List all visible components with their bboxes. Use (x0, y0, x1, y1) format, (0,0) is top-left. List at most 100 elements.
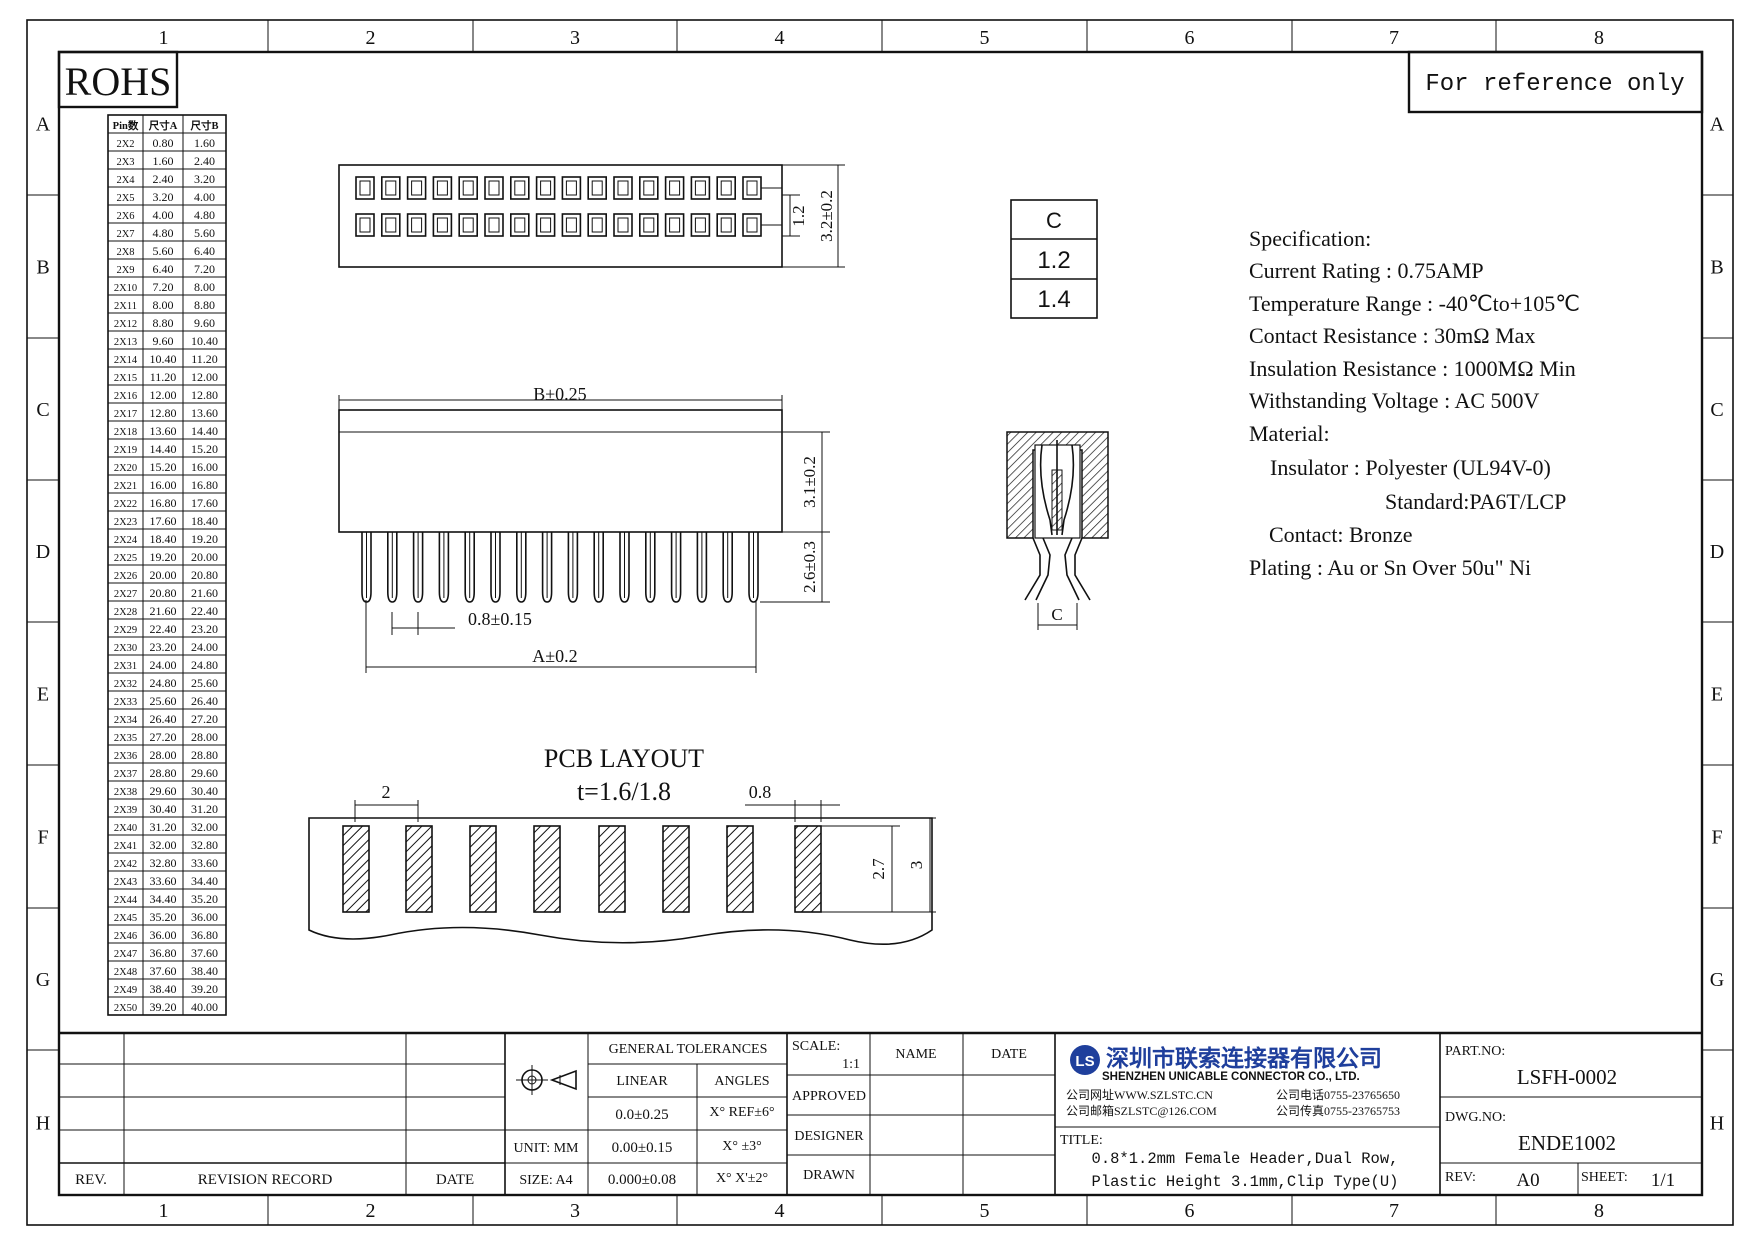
angle-tolerance: X° X'±2° (716, 1171, 768, 1186)
frame-column-label: 2 (366, 27, 376, 49)
frame-row-label: D (1710, 541, 1724, 563)
pin-table-cell: 38.40 (150, 982, 177, 996)
rev-label: REV: (1445, 1170, 1476, 1185)
pin-table-cell: 14.40 (150, 442, 177, 456)
title-line-2: Plastic Height 3.1mm,Clip Type(U) (1092, 1173, 1399, 1191)
pin-table-cell: 39.20 (150, 1000, 177, 1014)
reference-box: For reference only (1407, 50, 1704, 114)
contact-cavity (406, 176, 427, 200)
title-block: REV. REVISION RECORD DATE GENERAL TOLERA… (59, 1031, 1702, 1195)
pin-table-cell: 8.80 (194, 298, 215, 312)
pin-table-cell: 2X13 (114, 337, 137, 348)
spec-line: Insulator : Polyester (UL94V-0) (1270, 455, 1551, 480)
contact-cavity (458, 176, 479, 200)
frame-column-label: 3 (570, 1200, 580, 1222)
linear-tolerance: 0.0±0.25 (615, 1107, 668, 1123)
contact-cavity (432, 213, 453, 237)
pin-table-cell: 10.40 (150, 352, 177, 366)
pin-table-cell: 8.80 (153, 316, 174, 330)
pin-table-cell: 16.80 (150, 496, 177, 510)
pin-table-cell: 14.40 (191, 424, 218, 438)
pin-leg (722, 532, 733, 603)
pin-table-cell: 37.60 (191, 946, 218, 960)
sheet-value: 1/1 (1651, 1170, 1675, 1191)
pin-table-cell: 34.40 (191, 874, 218, 888)
contact-cavity (613, 176, 633, 200)
contact-cavity (380, 176, 401, 200)
pin-table-cell: 4.80 (153, 226, 174, 240)
part-info-area: PART.NO: LSFH-0002 DWG.NO: ENDE1002 REV:… (1440, 1044, 1702, 1195)
pin-table-cell: 2X17 (114, 409, 137, 420)
dwg-no: ENDE1002 (1518, 1131, 1616, 1155)
pin-table-cell: 2X37 (114, 769, 137, 780)
pin-table-cell: 23.20 (191, 622, 218, 636)
scale-value: 1:1 (842, 1057, 860, 1072)
pin-table-cell: 28.00 (191, 730, 218, 744)
frame-column-label: 1 (159, 27, 169, 49)
pin-table-cell: 2X32 (114, 679, 137, 690)
pin-table-cell: 21.60 (191, 586, 218, 600)
pin-table-cell: 2X30 (114, 643, 137, 654)
pin-table-cell: 9.60 (194, 316, 215, 330)
revision-record-header: REVISION RECORD (198, 1172, 333, 1188)
frame-row-label: A (36, 114, 51, 136)
pin-table-cell: 20.80 (191, 568, 218, 582)
pin-table-cell: 2X50 (114, 1003, 137, 1014)
frame-row-label: B (36, 257, 49, 279)
pin-leg (516, 532, 527, 603)
spec-line: Specification: (1249, 226, 1371, 251)
approved-label: APPROVED (792, 1089, 866, 1104)
pin-table-cell: 15.20 (150, 460, 177, 474)
spec-line: Current Rating : 0.75AMP (1249, 258, 1484, 283)
designer-label: DESIGNER (794, 1129, 864, 1144)
pin-table-cell: 2X16 (114, 391, 137, 402)
company-name-en: SHENZHEN UNICABLE CONNECTOR CO., LTD. (1102, 1071, 1360, 1083)
pin-table-cell: 39.20 (191, 982, 218, 996)
frame-row-label: H (36, 1113, 50, 1135)
pin-table-cell: 12.80 (150, 406, 177, 420)
frame-column-label: 6 (1185, 1200, 1195, 1222)
top-view: 1.2 3.2±0.2 (338, 164, 845, 268)
pin-table-cell: 28.00 (150, 748, 177, 762)
pin-table-cell: 35.20 (150, 910, 177, 924)
pin-table-cell: 28.80 (150, 766, 177, 780)
frame-column-label: 8 (1594, 27, 1604, 49)
pin-table-cell: 8.00 (153, 298, 174, 312)
front-view: B±0.25 3.1±0.2 2.6±0.3 0.8±0.15 A±0.2 (338, 384, 830, 673)
pin-table-cell: 2X6 (116, 211, 134, 222)
pcb-thickness: t=1.6/1.8 (577, 777, 671, 806)
pin-table-cell: 20.80 (150, 586, 177, 600)
approval-area: SCALE: 1:1 NAME DATE APPROVED DESIGNER D… (787, 1033, 1056, 1195)
pin-table-cell: 32.80 (150, 856, 177, 870)
projection-symbol-icon (516, 1065, 577, 1095)
pin-table-cell: 13.60 (150, 424, 177, 438)
pin-table-cell: 2X28 (114, 607, 137, 618)
pin-table-cell: 0.80 (153, 136, 174, 150)
pin-table-cell: 25.60 (150, 694, 177, 708)
pin-table-cell: 20.00 (150, 568, 177, 582)
c-table-value: 1.2 (1037, 247, 1070, 274)
pin-table-cell: 2X46 (114, 931, 137, 942)
contact-cavity (484, 213, 504, 237)
pin-table-cell: 2X39 (114, 805, 137, 816)
linear-tolerance: 0.00±0.15 (612, 1140, 673, 1156)
linear-label: LINEAR (616, 1074, 668, 1089)
pcb-pad (533, 825, 561, 913)
dim-c: C (1051, 605, 1062, 624)
dim-pcb-pitch: 2 (382, 782, 391, 802)
pcb-layout: PCB LAYOUT t=1.6/1.8 2 0.8 2.7 3 (308, 744, 936, 945)
sheet-label: SHEET: (1581, 1170, 1628, 1185)
pin-table-cell: 2X43 (114, 877, 137, 888)
pcb-pad (342, 825, 370, 913)
pin-table-cell: 7.20 (153, 280, 174, 294)
angle-tolerance: X° REF±6° (709, 1105, 774, 1120)
frame-row-label: C (36, 399, 49, 421)
spec-line: Standard:PA6T/LCP (1385, 489, 1566, 514)
dim-pcb-pad-width: 0.8 (749, 782, 772, 802)
general-tolerances-label: GENERAL TOLERANCES (609, 1042, 768, 1057)
pin-table-cell: 2X3 (116, 157, 134, 168)
frame-column-label: 3 (570, 27, 580, 49)
pin-table-cell: 2X47 (114, 949, 137, 960)
pin-table-cell: 40.00 (191, 1000, 218, 1014)
pin-table-cell: 2X5 (116, 193, 134, 204)
